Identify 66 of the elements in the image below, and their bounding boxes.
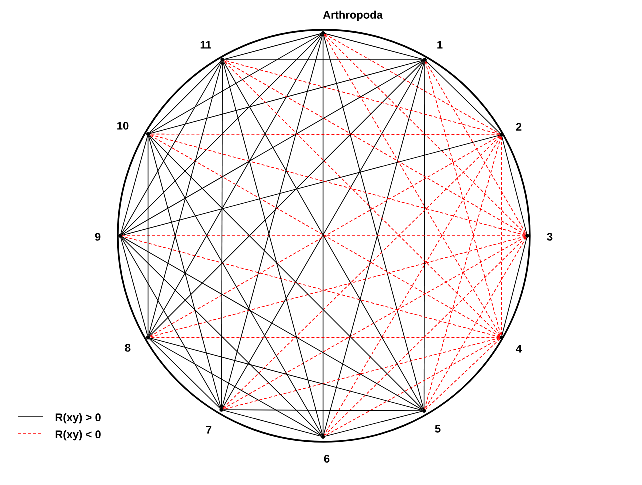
point-label: 6 <box>324 455 330 463</box>
connector-line <box>324 33 424 60</box>
connector-line <box>149 61 424 337</box>
connector-line <box>120 136 148 234</box>
connector-line <box>223 410 423 412</box>
connector-line <box>502 238 528 336</box>
connector-line <box>222 136 501 409</box>
connector-line <box>324 136 502 436</box>
connector-line <box>223 236 526 410</box>
connector-line <box>324 34 526 235</box>
point-label: 1 <box>438 41 443 49</box>
connector-line <box>424 237 527 410</box>
connector-line <box>149 61 222 134</box>
legend-label: R(xy) > 0 <box>56 413 101 424</box>
connector-line <box>424 136 502 410</box>
connector-line <box>502 136 528 234</box>
connector-line <box>424 62 426 410</box>
connector-line <box>121 237 222 409</box>
point-label: 2 <box>516 123 522 131</box>
connector-line <box>150 338 423 411</box>
connector-line <box>122 237 322 436</box>
connector-line <box>148 136 149 336</box>
connector-line <box>501 136 502 336</box>
connector-line <box>148 136 222 408</box>
point-label: 8 <box>125 344 131 352</box>
connector-line <box>224 60 500 135</box>
connector-line <box>122 34 322 235</box>
point-label: 3 <box>547 233 553 241</box>
point-label: 10 <box>118 122 129 130</box>
point-label: Arthropoda <box>323 10 383 22</box>
point-label: 9 <box>95 233 101 241</box>
connector-line <box>150 337 500 338</box>
connector-line <box>148 34 323 336</box>
connector-line <box>150 34 322 134</box>
connector-line <box>149 135 424 410</box>
point-label: 7 <box>206 426 212 434</box>
connector-line <box>425 62 502 336</box>
connector-line <box>148 136 323 436</box>
point-label: 5 <box>435 425 441 433</box>
connector-line <box>322 34 324 436</box>
connector-line <box>324 237 526 436</box>
legend-label: R(xy) < 0 <box>56 430 101 441</box>
connector-line <box>120 238 148 336</box>
connector-line <box>150 134 500 136</box>
point-label: 4 <box>516 345 522 353</box>
point-label: 11 <box>200 41 212 49</box>
connector-line <box>223 410 322 437</box>
connector-line <box>148 62 223 336</box>
connector-line <box>149 338 221 409</box>
connector-line <box>224 33 322 60</box>
connector-line <box>426 61 501 134</box>
connector-line <box>223 338 500 410</box>
connector-line <box>150 60 424 134</box>
connector-line <box>121 61 222 235</box>
connector-line <box>324 34 502 336</box>
connector-line <box>426 61 527 235</box>
connector-line <box>221 62 224 408</box>
connector-line <box>122 236 423 410</box>
connector-line <box>425 338 501 410</box>
connector-line <box>122 60 424 236</box>
connector-line <box>150 338 322 436</box>
connector-line <box>324 338 500 436</box>
connector-line <box>324 411 423 437</box>
connector-line <box>324 34 500 134</box>
connector-line <box>224 60 526 236</box>
connector-line <box>224 61 501 337</box>
